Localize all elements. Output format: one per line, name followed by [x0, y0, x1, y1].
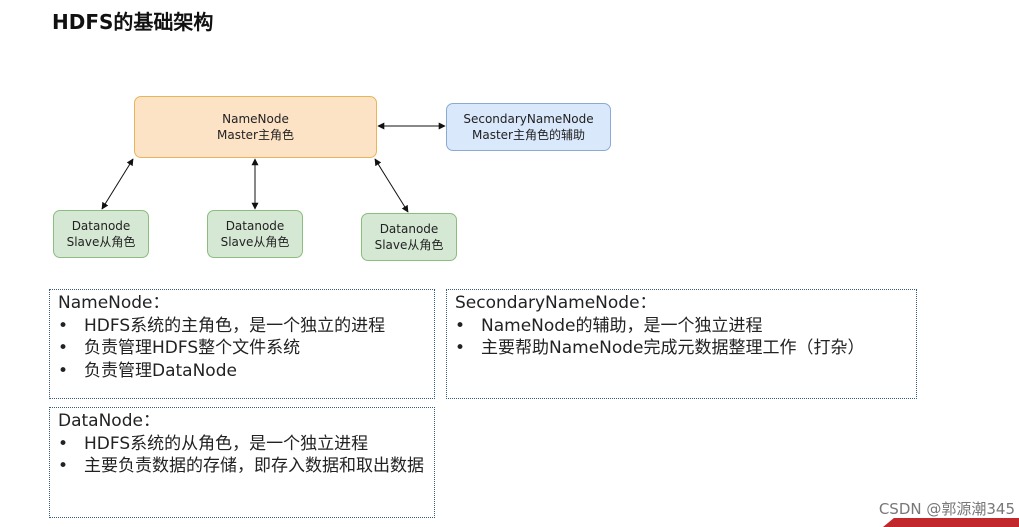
datanode-notes-heading: DataNode：	[58, 411, 160, 431]
namenode-notes: NameNode： HDFS系统的主角色，是一个独立的进程 负责管理HDFS整个…	[49, 289, 435, 399]
list-item: 主要帮助NameNode完成元数据整理工作（打杂）	[455, 337, 916, 360]
list-item: HDFS系统的从角色，是一个独立进程	[58, 433, 434, 456]
namenode-role: Master主角色	[217, 128, 294, 142]
secondary-namenode-title: SecondaryNameNode	[463, 112, 594, 126]
connection-arrows	[101, 122, 446, 213]
page-title: HDFS的基础架构	[52, 10, 214, 34]
datanode-role: Slave从角色	[220, 235, 290, 249]
secondary-notes-heading: SecondaryNameNode：	[455, 293, 657, 313]
watermark: CSDN @郭源潮345	[878, 500, 1015, 518]
corner-decoration	[883, 518, 1019, 527]
list-item: 负责管理DataNode	[58, 360, 434, 383]
datanode-title: Datanode	[225, 219, 285, 233]
list-item: 主要负责数据的存储，即存入数据和取出数据	[58, 455, 434, 478]
namenode-node: NameNode Master主角色	[134, 96, 377, 158]
datanode-role: Slave从角色	[66, 235, 136, 249]
datanode-node-1: Datanode Slave从角色	[53, 210, 149, 258]
namenode-title: NameNode	[222, 112, 289, 126]
datanode-title: Datanode	[379, 222, 439, 236]
datanode-title: Datanode	[71, 219, 131, 233]
secondary-namenode-notes: SecondaryNameNode： NameNode的辅助，是一个独立进程 主…	[446, 289, 917, 399]
secondary-namenode-node: SecondaryNameNode Master主角色的辅助	[446, 103, 611, 151]
datanode-role: Slave从角色	[374, 238, 444, 252]
list-item: NameNode的辅助，是一个独立进程	[455, 315, 916, 338]
arrow-namenode-datanode-1	[101, 158, 134, 210]
namenode-notes-heading: NameNode：	[58, 293, 170, 313]
secondary-namenode-role: Master主角色的辅助	[472, 128, 585, 142]
datanode-node-3: Datanode Slave从角色	[361, 213, 457, 261]
arrow-namenode-datanode-3	[374, 158, 409, 213]
datanode-notes: DataNode： HDFS系统的从角色，是一个独立进程 主要负责数据的存储，即…	[49, 407, 435, 518]
list-item: 负责管理HDFS整个文件系统	[58, 337, 434, 360]
list-item: HDFS系统的主角色，是一个独立的进程	[58, 315, 434, 338]
datanode-node-2: Datanode Slave从角色	[207, 210, 303, 258]
